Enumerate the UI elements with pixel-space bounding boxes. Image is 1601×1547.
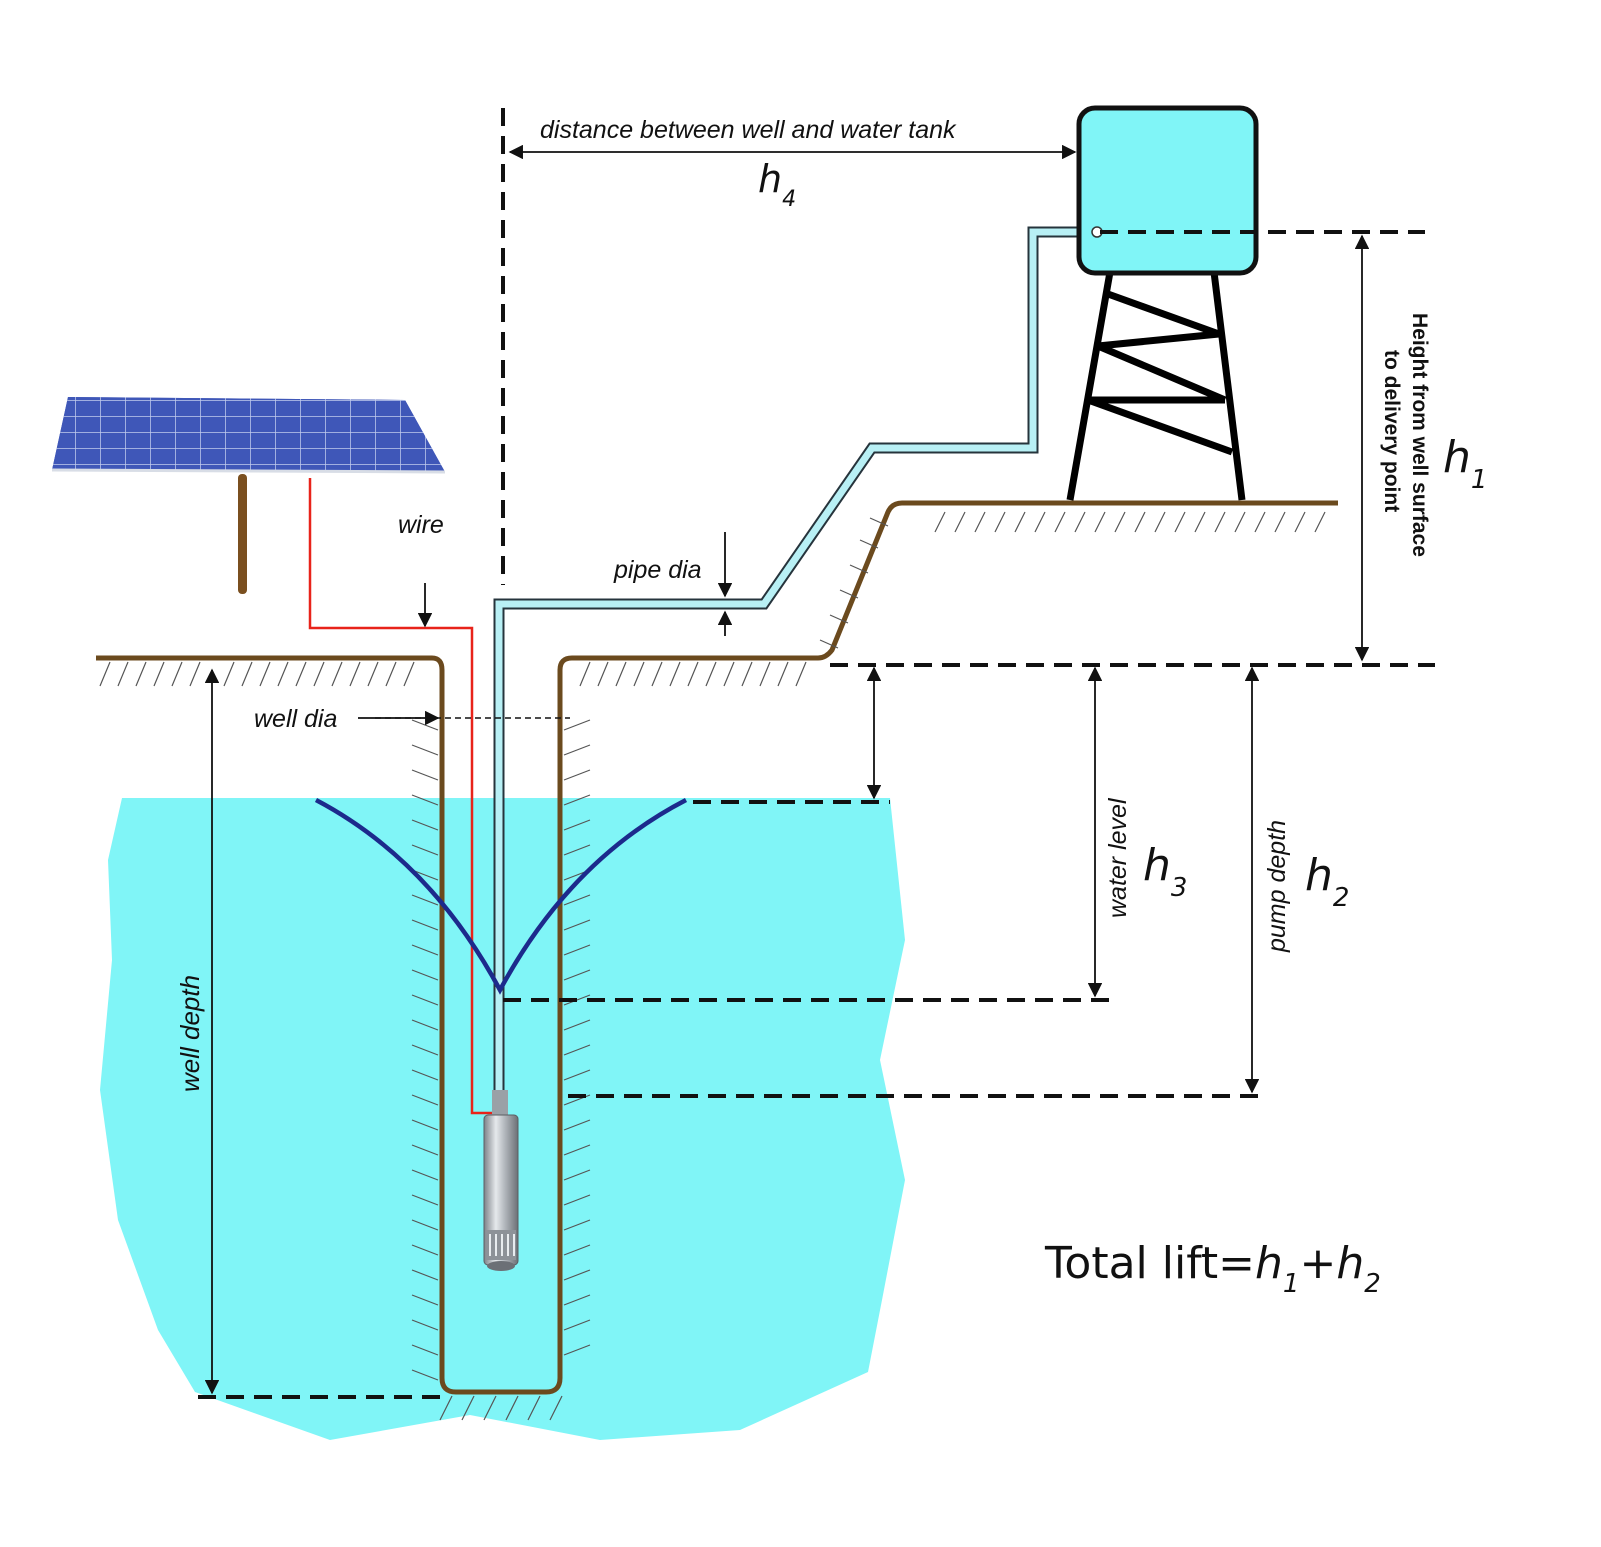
- wire-line: [308, 478, 492, 1115]
- delivery-pipe: [493, 226, 1094, 1095]
- h1-symbol: h1: [1443, 432, 1487, 495]
- ground-left: [96, 500, 1338, 1395]
- solar-panel-pole: [238, 474, 247, 594]
- pump-depth-label: pump depth: [1263, 820, 1291, 953]
- height-label-line2: to delivery point: [1380, 350, 1403, 512]
- water-tank: [1076, 105, 1259, 276]
- well-dia-label: well dia: [254, 705, 337, 733]
- total-lift-formula: Total lift=h1+h2: [1044, 1238, 1381, 1299]
- water-level-label: water level: [1104, 797, 1132, 918]
- submersible-pump: [483, 1090, 519, 1271]
- ground-hatch-left: [99, 511, 1326, 687]
- h2-symbol: h2: [1305, 850, 1349, 913]
- wire-label: wire: [398, 511, 444, 539]
- h3-symbol: h3: [1143, 840, 1187, 903]
- distance-label: distance between well and water tank: [540, 116, 957, 144]
- h4-symbol: h4: [758, 157, 796, 212]
- dimension-arrows: [204, 144, 1370, 1395]
- pipe-dia-label: pipe dia: [613, 556, 702, 584]
- well-depth-label: well depth: [175, 975, 205, 1092]
- solar-panel: [51, 397, 446, 594]
- water-tank-tower: [1066, 271, 1246, 501]
- drawdown-curve: [314, 798, 688, 995]
- height-label-line1: Height from well surface: [1408, 313, 1431, 557]
- well-wall-hatch: [411, 719, 591, 1421]
